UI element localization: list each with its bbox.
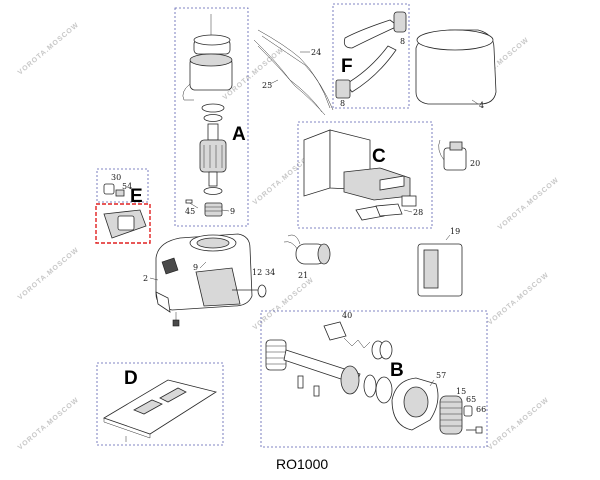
part-number-25: 25 (262, 81, 272, 90)
watermark: VOROTA.MOSCOW (17, 246, 81, 301)
board-plate (303, 129, 331, 197)
group-label-e: E (130, 186, 143, 207)
group-frames (95, 3, 488, 448)
control-board-assembly: 28 C (303, 129, 423, 221)
part-number-8b: 8 (340, 99, 345, 108)
capacitor: 20 (438, 139, 480, 171)
part-number-4: 4 (479, 101, 484, 110)
bearing (203, 114, 223, 122)
motor-assembly: 9 45 A (182, 14, 246, 217)
drive-gear (439, 395, 463, 435)
release-lever (345, 45, 397, 93)
output-shaft-assembly: 40 57 15 65 66 B (265, 311, 486, 435)
group-frame-b (260, 310, 488, 448)
release-lever-assembly: 8 8 F (335, 11, 407, 108)
group-label-f: F (341, 56, 353, 77)
part-number-40: 40 (342, 311, 352, 320)
part-number-12: 12 (252, 268, 262, 277)
part-number-65: 65 (466, 395, 476, 404)
pinion-gear (265, 339, 287, 371)
rotor-shaft (207, 123, 219, 141)
part-number-66: 66 (476, 405, 486, 414)
watermark: VOROTA.MOSCOW (497, 176, 561, 231)
base-plate-assembly: D (103, 368, 218, 442)
part-number-54: 54 (122, 182, 132, 191)
part-number-8: 8 (400, 37, 405, 46)
part-number-15: 15 (456, 387, 466, 396)
model-label: RO1000 (276, 456, 328, 472)
group-frame-a (174, 7, 249, 227)
group-frame-e-highlight (95, 203, 151, 244)
part-number-9: 9 (230, 207, 235, 216)
group-frame-f (332, 3, 410, 109)
group-label-c: C (372, 146, 386, 167)
part-number-28: 28 (413, 208, 423, 217)
release-handle (343, 19, 399, 49)
group-frame-e-parts (96, 168, 149, 203)
base-plate (103, 379, 218, 435)
part-number-34: 34 (265, 268, 275, 277)
watermark: VOROTA.MOSCOW (17, 21, 81, 76)
magnet-holder: 21 (283, 234, 331, 280)
part-number-21: 21 (298, 271, 308, 280)
cables: 24 25 (253, 29, 334, 116)
group-label-b: B (390, 360, 404, 381)
part-number-9b: 9 (193, 263, 198, 272)
washer (201, 103, 225, 113)
limit-switch-assembly: 30 54 E (103, 173, 147, 239)
cover: 4 (415, 29, 497, 110)
receiver-board: 19 (417, 227, 463, 297)
part-number-20: 20 (470, 159, 480, 168)
watermark: VOROTA.MOSCOW (487, 396, 551, 451)
part-number-57: 57 (436, 371, 446, 380)
group-label-d: D (124, 368, 138, 389)
part-number-2: 2 (143, 274, 148, 283)
part-number-24: 24 (311, 48, 321, 57)
watermark: VOROTA.MOSCOW (487, 271, 551, 326)
part-number-45: 45 (185, 207, 195, 216)
watermark: VOROTA.MOSCOW (17, 396, 81, 451)
group-label-a: A (232, 124, 246, 145)
part-number-19: 19 (450, 227, 460, 236)
gearbox-housing: 2 9 12 34 (143, 233, 275, 327)
part-number-30: 30 (111, 173, 121, 182)
worm-gear (204, 202, 223, 217)
